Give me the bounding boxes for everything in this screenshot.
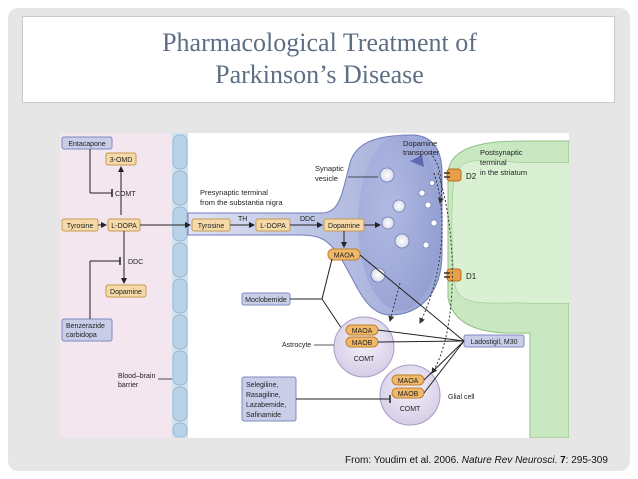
ladostigil-inhibit-lines [359, 254, 465, 394]
transporter-label-1: Dopamine [403, 139, 437, 148]
ldopa-brain-label: L-DOPA [260, 223, 286, 230]
lazabemide-label: Lazabemide, [246, 402, 286, 409]
maoa-box-glial: MAOA [391, 374, 425, 386]
bbb-label-2: barrier [118, 382, 139, 389]
ldopa-blood-label: L-DOPA [111, 223, 137, 230]
th-label: TH [238, 216, 247, 223]
maoa-glial-label: MAOA [398, 378, 419, 385]
d1-label: D1 [466, 272, 477, 281]
omd-label: 3-OMD [110, 157, 133, 164]
ldopa-box-brain: L-DOPA [255, 218, 291, 232]
caption-period: . [554, 455, 561, 466]
moclobemide-to-astro-maoa [321, 298, 343, 330]
dopamine-box-brain: Dopamine [323, 218, 365, 232]
moclobemide-to-neuron-maoa [321, 258, 333, 300]
comt-glial-label: COMT [400, 406, 421, 413]
safinamide-label: Safinamide [246, 412, 281, 419]
caption-journal: Nature Rev Neurosci [461, 455, 555, 466]
maoa-astrocyte-label: MAOA [352, 328, 373, 335]
comt-astrocyte-label: COMT [354, 356, 375, 363]
selegiline-box: Selegiline, Rasagiline, Lazabemide, Safi… [241, 376, 297, 422]
maoa-box-astrocyte: MAOA [345, 324, 379, 336]
tyrosine-blood-label: Tyrosine [67, 223, 94, 230]
postsynaptic-label-2: terminal [480, 158, 507, 167]
terminal-shading [358, 135, 442, 311]
dopamine-brain-label: Dopamine [328, 223, 360, 230]
tyrosine-brain-label: Tyrosine [198, 223, 225, 230]
glial-label: Glial cell [448, 394, 475, 401]
d2-receptor [444, 168, 462, 182]
postsynaptic-label-1: Postsynaptic [480, 148, 523, 157]
carbidopa-label: carbidopa [66, 332, 97, 339]
caption-pages: : 295-309 [565, 455, 608, 466]
maoa-neuron-label: MAOA [334, 253, 355, 260]
dopamine-flow-arrows [388, 152, 453, 374]
dopamine-transporter: Dopamine transporter [403, 139, 440, 167]
comt-blood-label: COMT [115, 191, 136, 198]
selegiline-label: Selegiline, [246, 382, 278, 389]
postsynaptic-label-3: in the striatum [480, 168, 527, 177]
moclobemide-label: Moclobemide [245, 297, 287, 304]
maoa-box-neuron: MAOA [327, 248, 361, 261]
tyrosine-box-blood: Tyrosine [61, 218, 99, 232]
caption-volume: 7 [560, 455, 566, 466]
ddc-blood-label: DDC [128, 259, 143, 266]
benserazide-box: Benzerazide carbidopa [61, 318, 113, 342]
presynaptic-label-1: Presynaptic terminal [200, 188, 268, 197]
synaptic-vesicle-label-2: vesicle [315, 174, 338, 183]
dopamine-blood-label: Dopamine [110, 289, 142, 296]
moclobemide-box: Moclobemide [241, 292, 291, 306]
rasagiline-label: Rasagiline, [246, 392, 281, 399]
maob-astrocyte-label: MAOB [352, 340, 373, 347]
transporter-label-2: transporter [403, 148, 440, 157]
figure-caption: From: Youdim et al. 2006. Nature Rev Neu… [345, 455, 608, 466]
slide-title: Pharmacological Treatment of Parkinson’s… [23, 27, 616, 91]
synaptic-vesicles [370, 167, 410, 283]
synaptic-vesicle-label-1: Synaptic [315, 164, 344, 173]
omd-box: 3-OMD [105, 152, 137, 166]
maob-box-glial: MAOB [391, 387, 425, 399]
dopamine-box-blood: Dopamine [105, 284, 147, 298]
ddc-brain-label: DDC [300, 216, 315, 223]
bbb-label-1: Blood–brain [118, 373, 155, 380]
maob-box-astrocyte: MAOB [345, 336, 379, 348]
tyrosine-box-brain: Tyrosine [191, 218, 231, 232]
d2-label: D2 [466, 172, 477, 181]
postsynaptic-body [452, 160, 569, 303]
title-line-2: Parkinson’s Disease [215, 60, 424, 89]
benserazide-label: Benzerazide [66, 323, 105, 330]
entacapone-label: Entacapone [68, 141, 105, 148]
ldopa-box-blood: L-DOPA [107, 218, 141, 232]
parkinson-treatment-diagram: D2 D1 Postsynaptic terminal in the stria… [60, 133, 569, 438]
blood-brain-barrier [172, 133, 188, 438]
astrocyte-label: Astrocyte [282, 342, 311, 349]
presynaptic-label-2: from the substantia nigra [200, 198, 283, 207]
maob-glial-label: MAOB [398, 391, 419, 398]
ladostigil-box: Ladostigil, M30 [463, 334, 525, 348]
title-box: Pharmacological Treatment of Parkinson’s… [22, 16, 615, 103]
ladostigil-label: Ladostigil, M30 [470, 339, 517, 346]
dopamine-molecules [418, 180, 438, 249]
d1-receptor [444, 268, 462, 282]
caption-source: From: Youdim et al. 2006. [345, 455, 462, 466]
title-line-1: Pharmacological Treatment of [162, 28, 477, 57]
entacapone-box: Entacapone [61, 136, 113, 150]
